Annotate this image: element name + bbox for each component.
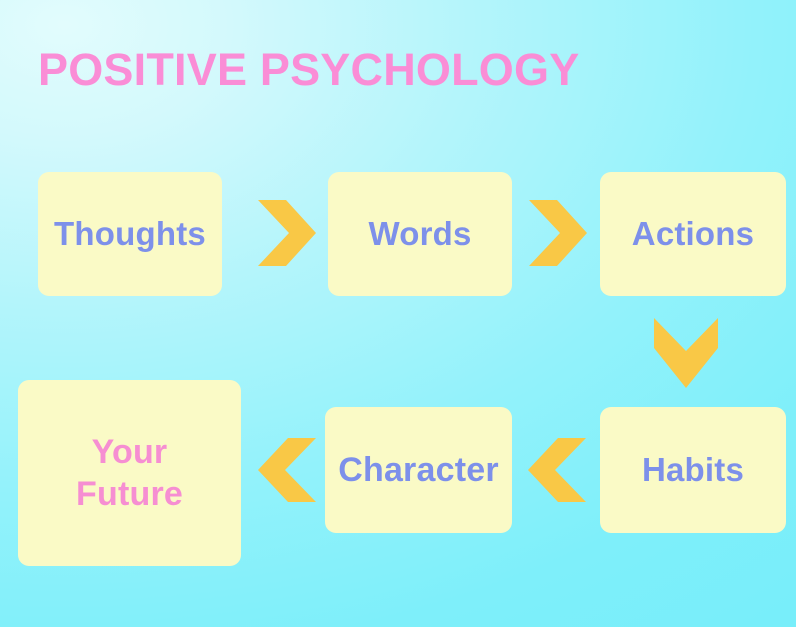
flow-node-actions[interactable]: Actions bbox=[600, 172, 786, 296]
flow-node-label: Your Future bbox=[76, 431, 183, 516]
flow-node-character[interactable]: Character bbox=[325, 407, 512, 533]
flow-node-label: Habits bbox=[641, 451, 745, 489]
arrow-right-thoughts-to-words-icon bbox=[256, 198, 318, 268]
flow-node-words[interactable]: Words bbox=[328, 172, 512, 296]
flow-node-label: Character bbox=[338, 450, 499, 489]
flow-node-label: Actions bbox=[631, 215, 755, 253]
flow-node-habits[interactable]: Habits bbox=[600, 407, 786, 533]
flow-node-thoughts[interactable]: Thoughts bbox=[38, 172, 222, 296]
page-title: POSITIVE PSYCHOLOGY bbox=[38, 44, 580, 95]
arrow-left-habits-to-character-icon bbox=[526, 436, 588, 504]
arrow-right-words-to-actions-icon bbox=[527, 198, 589, 268]
flow-node-label: Thoughts bbox=[54, 215, 206, 253]
flow-node-your-future[interactable]: Your Future bbox=[18, 380, 241, 566]
flow-node-label: Words bbox=[368, 215, 472, 253]
flow-node-label-line1: Your bbox=[91, 432, 168, 471]
arrow-left-character-to-your-future-icon bbox=[256, 436, 318, 504]
arrow-down-actions-to-habits-icon bbox=[652, 316, 720, 390]
flow-node-label-line2: Future bbox=[76, 475, 183, 513]
